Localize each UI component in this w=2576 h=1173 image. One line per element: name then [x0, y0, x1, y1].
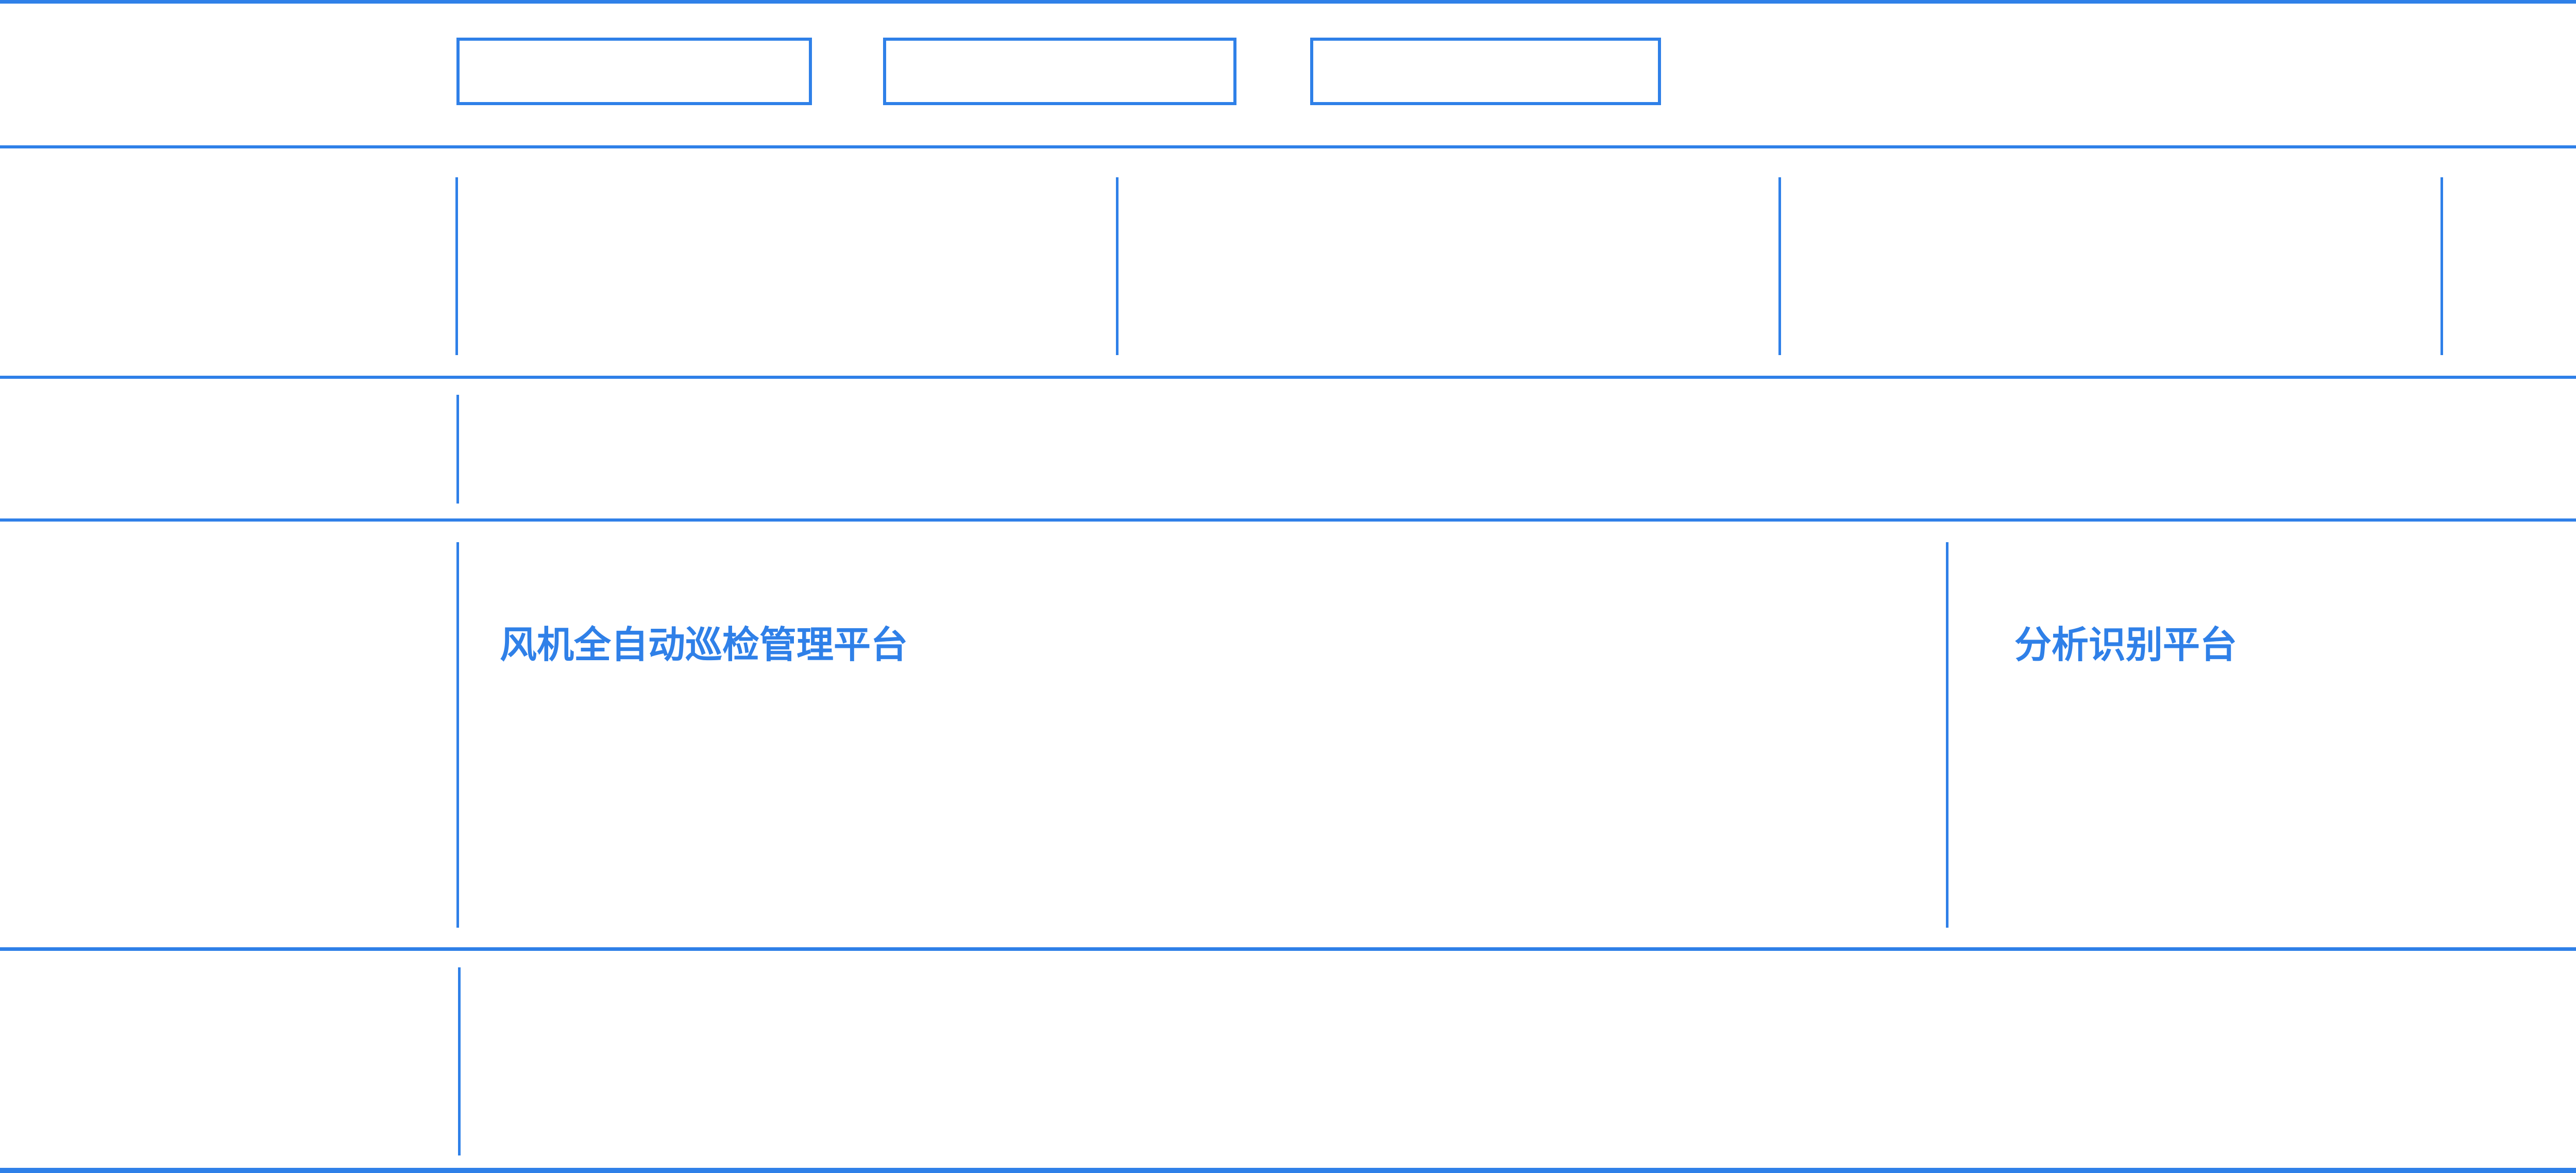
bottom-border-line [0, 1168, 2576, 1173]
header-box-2[interactable] [883, 38, 1236, 105]
header-box-3[interactable] [1310, 38, 1661, 105]
row3-column-divider [456, 395, 459, 504]
platform-title-analysis: 分析识别平台 [2014, 625, 2238, 666]
row2-column-divider-2 [1116, 177, 1118, 355]
row-divider-1 [0, 145, 2576, 148]
row-divider-3 [0, 518, 2576, 522]
row5-column-divider [458, 967, 461, 1155]
row2-column-divider-1 [455, 177, 458, 355]
header-box-1[interactable] [456, 38, 812, 105]
top-border-line [0, 0, 2576, 4]
row4-column-divider-1 [456, 542, 459, 928]
platform-title-inspection: 风机全自动巡检管理平台 [500, 625, 908, 666]
row2-column-divider-3 [1778, 177, 1781, 355]
row4-column-divider-2 [1946, 542, 1948, 928]
row-divider-4 [0, 947, 2576, 951]
row2-column-divider-4 [2441, 177, 2443, 355]
row-divider-2 [0, 376, 2576, 379]
